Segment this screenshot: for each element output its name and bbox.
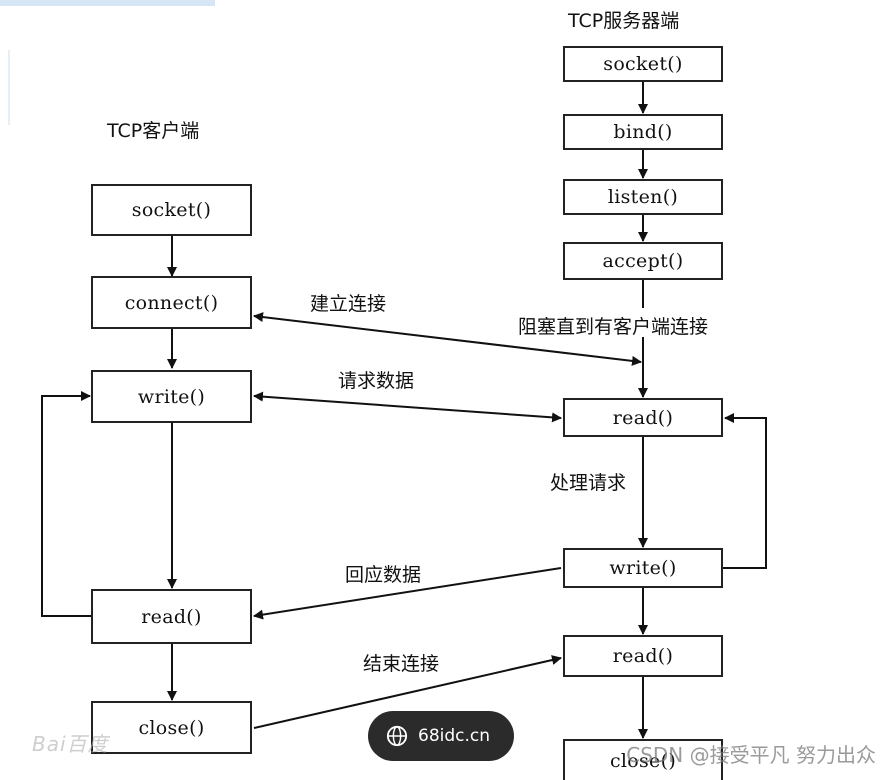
end-connection-arrow: [253, 655, 562, 729]
establish-connection-arrow: [253, 312, 642, 366]
response-data-label: 回应数据: [345, 564, 422, 586]
end-connection-label: 结束连接: [363, 653, 440, 675]
baidu-watermark: Bai百度: [32, 732, 109, 756]
client-read-box: read(): [91, 589, 252, 644]
client-title: TCP客户端: [107, 120, 200, 142]
server-loop: [723, 413, 767, 569]
response-data-arrow: [253, 567, 562, 620]
client-loop: [41, 391, 92, 617]
server-accept-box: accept(): [563, 242, 723, 280]
server-title: TCP服务器端: [568, 10, 680, 32]
client-socket-box: socket(): [91, 184, 252, 236]
client-close-box: close(): [91, 701, 252, 754]
left-crop-artifact: [8, 50, 10, 125]
site-badge[interactable]: 68idc.cn: [368, 711, 514, 761]
globe-icon: [386, 725, 408, 747]
server-read2-box: read(): [563, 635, 723, 677]
server-bind-box: bind(): [563, 114, 723, 150]
server-close-box: close(): [563, 739, 723, 780]
top-crop-artifact: [0, 0, 215, 6]
site-badge-text: 68idc.cn: [418, 726, 491, 746]
csdn-watermark: CSDN @接受平凡 努力出众: [626, 743, 876, 767]
server-listen-box: listen(): [563, 179, 723, 215]
server-read-box: read(): [563, 398, 723, 437]
server-write-box: write(): [563, 548, 723, 588]
block-until-connect-label: 阻塞直到有客户端连接: [518, 316, 709, 338]
establish-connection-label: 建立连接: [310, 293, 387, 315]
client-connect-box: connect(): [91, 276, 252, 329]
process-request-label: 处理请求: [550, 472, 627, 494]
client-write-box: write(): [91, 370, 252, 423]
server-socket-box: socket(): [563, 46, 723, 82]
request-data-arrow: [253, 391, 562, 423]
request-data-label: 请求数据: [338, 370, 415, 392]
